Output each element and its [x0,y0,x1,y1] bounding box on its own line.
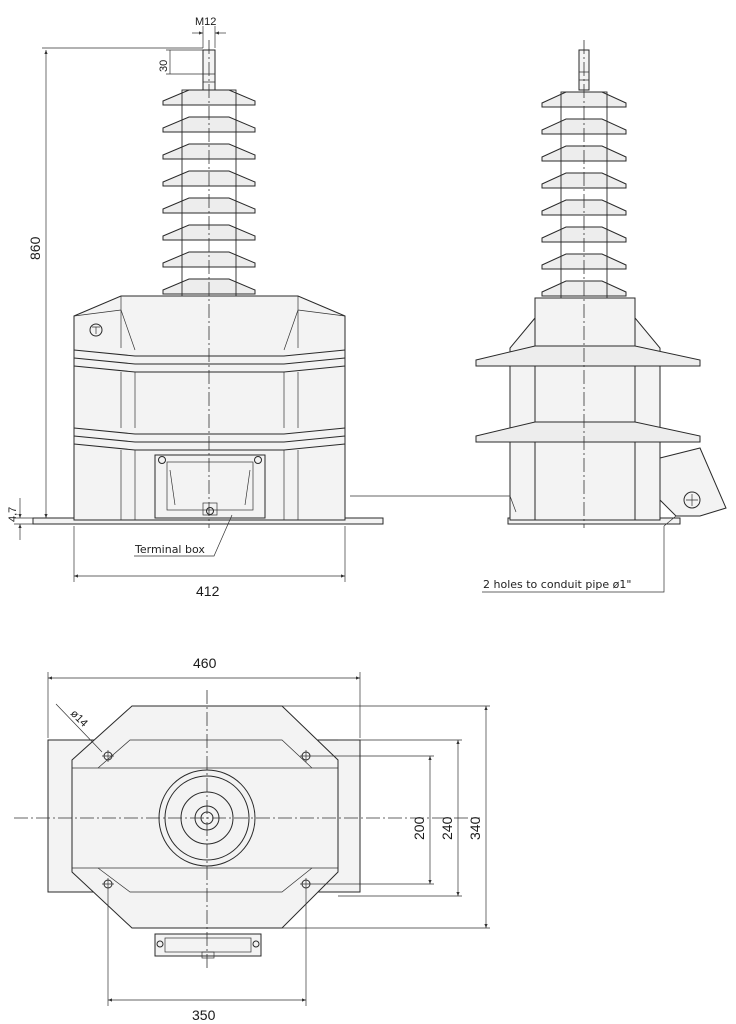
front-insulator-sheds [162,89,256,295]
front-shed-6 [162,224,256,241]
dim-overall-depth: 340 [467,816,483,840]
front-shed-7 [162,251,256,268]
dim-front-width: 412 [196,583,220,599]
label-conduit-note: 2 holes to conduit pipe ø1" [483,578,631,591]
front-band-upper [73,349,346,373]
dim-span-200: 200 [411,816,427,840]
side-shed-2 [541,118,627,135]
dim-total-height: 860 [27,236,43,260]
front-dimensions: M12 30 860 4,7 412 Terminal box [7,16,346,599]
plan-terminal-box [154,933,262,957]
dim-hole-diameter: ø14 [68,708,90,730]
plan-octagon-body [71,705,339,929]
dim-plan-width: 460 [193,655,217,671]
dim-span-240: 240 [439,816,455,840]
conduit-hole [683,491,701,509]
side-main-body [534,297,636,521]
side-terminal-box [659,447,727,517]
dim-hole-spacing: 350 [192,1007,216,1023]
front-view [32,40,384,528]
side-view: 2 holes to conduit pipe ø1" [350,40,727,593]
dim-terminal-length: 30 [158,60,170,72]
terminal-box [154,454,266,519]
mounting-holes [102,750,312,890]
side-body-shed-upper [475,345,701,367]
side-body-shed-lower [475,421,701,443]
dim-thread: M12 [195,16,216,28]
plan-view [14,690,480,968]
dim-base-thickness: 4,7 [7,507,19,522]
logo-mark [89,323,103,337]
label-terminal-box: Terminal box [134,543,205,556]
front-band-lower [73,427,346,451]
